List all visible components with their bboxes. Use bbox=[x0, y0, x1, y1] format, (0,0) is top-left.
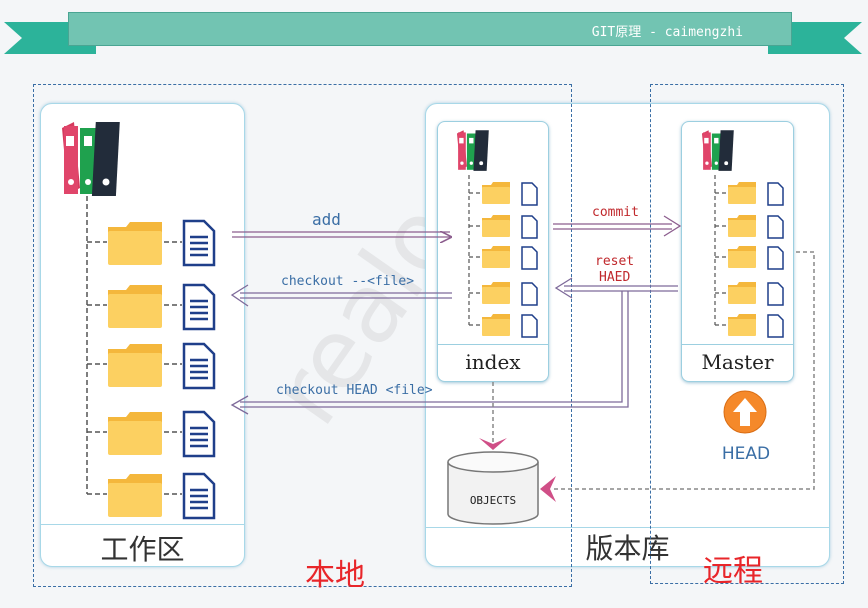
master-binders-icon bbox=[702, 130, 734, 171]
repository-divider bbox=[426, 527, 829, 528]
index-file-icon bbox=[521, 215, 538, 239]
reset-arrow bbox=[554, 277, 678, 299]
index-file-icon bbox=[521, 246, 538, 270]
workspace-binders-icon bbox=[62, 122, 120, 196]
checkout-head-arrow bbox=[230, 291, 629, 415]
commit-label: commit bbox=[592, 205, 639, 220]
banner-title: GIT原理 - caimengzhi bbox=[591, 25, 743, 40]
workspace-folder-icon bbox=[108, 344, 162, 387]
local-region-box bbox=[33, 84, 572, 587]
index-file-icon bbox=[521, 282, 538, 306]
remote-region-label: 远程 bbox=[703, 554, 763, 589]
workspace-divider bbox=[41, 524, 244, 525]
objects-database-icon bbox=[447, 451, 539, 525]
head-arrow-icon bbox=[723, 390, 767, 434]
index-divider bbox=[438, 344, 548, 345]
reset-target-label: HAED bbox=[599, 270, 631, 285]
index-folder-icon bbox=[482, 282, 510, 304]
index-objects-arrow bbox=[479, 382, 507, 450]
workspace-file-icon bbox=[182, 472, 216, 520]
banner: GIT原理 - caimengzhi bbox=[68, 12, 792, 46]
workspace-file-icon bbox=[182, 283, 216, 331]
index-folder-icon bbox=[482, 215, 510, 237]
index-label: index bbox=[465, 350, 521, 374]
index-file-icon bbox=[521, 314, 538, 338]
index-binders-icon bbox=[457, 130, 489, 171]
master-divider bbox=[682, 344, 793, 345]
master-folder-icon bbox=[728, 282, 756, 304]
add-arrow bbox=[232, 232, 450, 237]
workspace-title: 工作区 bbox=[100, 533, 185, 566]
index-folder-icon bbox=[482, 246, 510, 268]
workspace-file-icon bbox=[182, 219, 216, 267]
master-file-icon bbox=[767, 215, 784, 239]
master-tree bbox=[714, 175, 727, 326]
master-folder-icon bbox=[728, 215, 756, 237]
index-tree bbox=[468, 175, 481, 326]
add-label: add bbox=[312, 210, 341, 229]
master-objects-arrow bbox=[540, 251, 815, 502]
workspace-tree bbox=[86, 196, 182, 495]
local-region-label: 本地 bbox=[305, 558, 365, 593]
master-file-icon bbox=[767, 182, 784, 206]
checkout-file-arrow bbox=[230, 284, 452, 307]
master-label: Master bbox=[701, 350, 774, 374]
workspace-folder-icon bbox=[108, 474, 162, 517]
checkout-head-label: checkout HEAD <file> bbox=[276, 383, 433, 398]
workspace-folder-icon bbox=[108, 222, 162, 265]
checkout-file-label: checkout --<file> bbox=[281, 274, 415, 289]
workspace-file-icon bbox=[182, 410, 216, 458]
master-folder-icon bbox=[728, 246, 756, 268]
commit-arrow bbox=[553, 215, 682, 237]
remote-region-box bbox=[650, 84, 844, 584]
master-file-icon bbox=[767, 282, 784, 306]
index-folder-icon bbox=[482, 182, 510, 204]
objects-label: OBJECTS bbox=[469, 494, 517, 507]
index-file-icon bbox=[521, 182, 538, 206]
reset-label: reset bbox=[595, 254, 635, 269]
master-folder-icon bbox=[728, 314, 756, 336]
master-file-icon bbox=[767, 246, 784, 270]
index-folder-icon bbox=[482, 314, 510, 336]
master-folder-icon bbox=[728, 182, 756, 204]
workspace-folder-icon bbox=[108, 412, 162, 455]
workspace-folder-icon bbox=[108, 285, 162, 328]
repository-title: 版本库 bbox=[585, 532, 670, 565]
workspace-file-icon bbox=[182, 342, 216, 390]
master-file-icon bbox=[767, 314, 784, 338]
head-label: HEAD bbox=[721, 444, 771, 464]
